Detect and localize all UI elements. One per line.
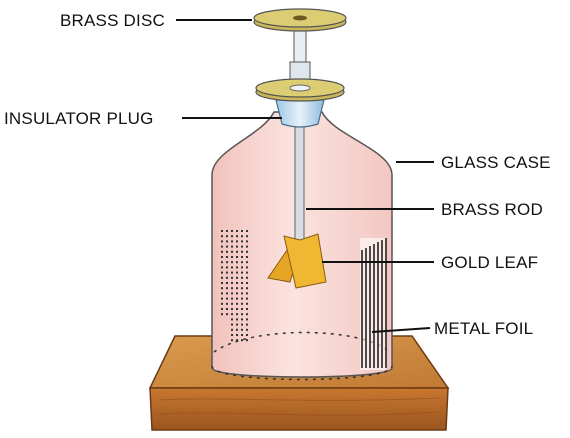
insulator-plug [275, 99, 325, 128]
metal-foil-left [221, 230, 248, 342]
label-brass-disc: BRASS DISC [60, 11, 165, 30]
leader-lines [176, 19, 434, 333]
label-insulator-plug: INSULATOR PLUG [4, 109, 154, 128]
gold-leaf [267, 233, 327, 289]
metal-foil-right [360, 238, 387, 370]
label-brass-rod: BRASS ROD [441, 200, 543, 219]
brass-collar [255, 78, 345, 102]
label-gold-leaf: GOLD LEAF [441, 253, 538, 272]
brass-disc [253, 8, 347, 32]
label-glass-case: GLASS CASE [441, 153, 551, 172]
label-metal-foil: METAL FOIL [434, 319, 533, 338]
